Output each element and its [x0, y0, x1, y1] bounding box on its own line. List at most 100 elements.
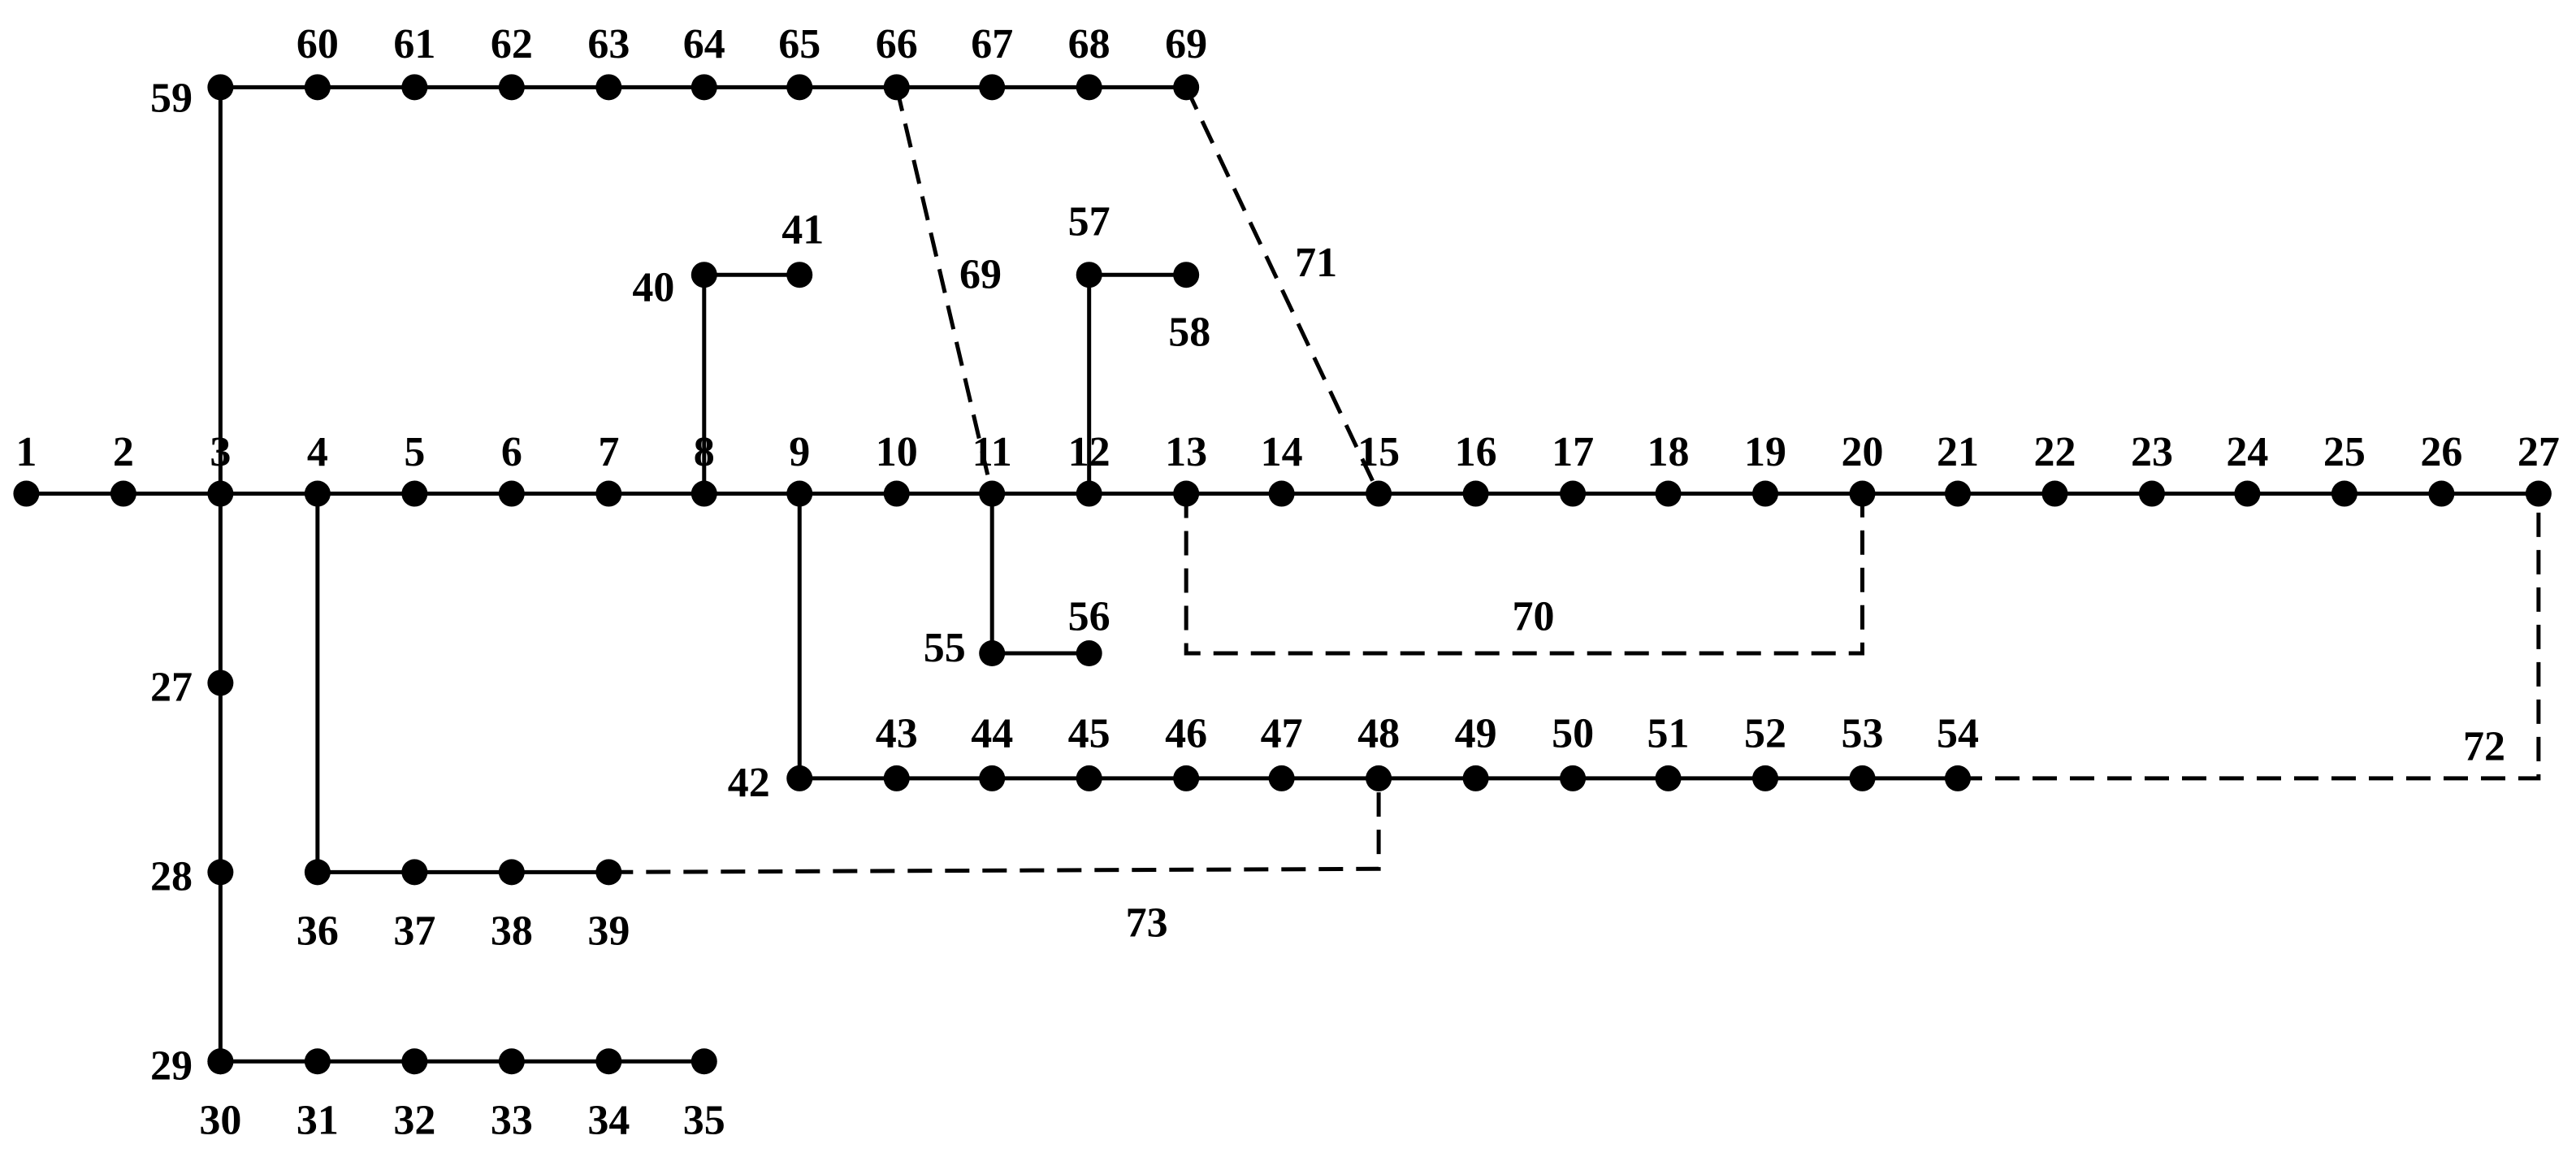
- bus-label-14: 14: [1261, 429, 1303, 475]
- bus-node-19: [1752, 480, 1779, 507]
- bus-node-23: [2138, 480, 2165, 507]
- bus-node-60: [304, 74, 331, 101]
- bus-label-43: 43: [876, 710, 918, 756]
- tie-line-72: [1957, 493, 2541, 781]
- bus-label-1: 1: [15, 429, 37, 475]
- bus-node-61: [401, 74, 428, 101]
- bus-node-7: [595, 480, 622, 507]
- bus-node-2: [110, 480, 136, 507]
- bus-label-16: 16: [1455, 429, 1497, 475]
- bus-node-8: [691, 480, 717, 507]
- bus-label-32: 32: [393, 1097, 435, 1143]
- bus-nodes: [13, 74, 2552, 1075]
- bus-label-38: 38: [491, 908, 533, 954]
- bus-node-47: [1268, 765, 1295, 791]
- bus-label-50: 50: [1552, 710, 1594, 756]
- bus-label-11: 11: [972, 429, 1012, 475]
- bus-node-33: [498, 1048, 525, 1075]
- bus-node-40: [691, 262, 717, 288]
- bus-label-48: 48: [1357, 710, 1400, 756]
- bus-label-33: 33: [491, 1097, 533, 1143]
- tie-line-label-72: 72: [2463, 724, 2505, 770]
- bus-label-44: 44: [971, 710, 1013, 756]
- bus-label-25: 25: [2323, 429, 2366, 475]
- bus-node-12: [1076, 480, 1102, 507]
- tie-line-label-73: 73: [1126, 899, 1168, 946]
- bus-label-5: 5: [404, 429, 425, 475]
- bus-label-3: 3: [210, 429, 231, 475]
- bus-label-24: 24: [2226, 429, 2268, 475]
- bus-node-51: [1655, 765, 1682, 791]
- bus-label-34: 34: [587, 1097, 630, 1143]
- bus-label-56: 56: [1068, 594, 1110, 640]
- bus-node-62: [498, 74, 525, 101]
- bus-label-45: 45: [1068, 710, 1110, 756]
- bus-label-64: 64: [683, 21, 725, 67]
- bus-node-37: [401, 859, 428, 886]
- bus-label-60: 60: [297, 21, 339, 67]
- bus-label-20: 20: [1842, 429, 1884, 475]
- bus-label-2: 2: [113, 429, 134, 475]
- bus-node-5: [401, 480, 428, 507]
- bus-node-11: [979, 480, 1006, 507]
- bus-node-6: [498, 480, 525, 507]
- bus-node-3: [207, 480, 234, 507]
- bus-label-8: 8: [694, 429, 715, 475]
- bus-label-7: 7: [598, 429, 619, 475]
- bus-node-38: [498, 859, 525, 886]
- bus-node-24: [2234, 480, 2261, 507]
- tie-line-73: [608, 778, 1381, 874]
- bus-label-52: 52: [1744, 710, 1786, 756]
- bus-label-23: 23: [2131, 429, 2173, 475]
- bus-label-21: 21: [1937, 429, 1979, 475]
- bus-label-69: 69: [1165, 21, 1207, 67]
- bus-label-36: 36: [297, 908, 339, 954]
- bus-label-17: 17: [1552, 429, 1594, 475]
- bus-label-27b: 27: [150, 665, 193, 711]
- bus-node-26: [2428, 480, 2455, 507]
- bus-node-16: [1462, 480, 1489, 507]
- bus-label-9: 9: [789, 429, 810, 475]
- bus-label-29: 29: [150, 1043, 193, 1090]
- bus-label-12: 12: [1068, 429, 1110, 475]
- bus-node-4: [304, 480, 331, 507]
- bus-node-54: [1944, 765, 1971, 791]
- tie-line-70: [1184, 493, 1865, 656]
- bus-node-59: [207, 74, 234, 101]
- tie-line-69: [894, 86, 994, 495]
- bus-label-39: 39: [587, 908, 630, 954]
- bus-label-26: 26: [2420, 429, 2462, 475]
- bus-node-28: [207, 859, 234, 886]
- bus-label-6: 6: [501, 429, 522, 475]
- bus-label-53: 53: [1842, 710, 1884, 756]
- bus-node-57: [1076, 262, 1102, 288]
- bus-node-64: [691, 74, 717, 101]
- bus-label-10: 10: [876, 429, 918, 475]
- bus-label-19: 19: [1744, 429, 1786, 475]
- bus-label-31: 31: [297, 1097, 339, 1143]
- bus-node-66: [883, 74, 910, 101]
- bus-label-62: 62: [491, 21, 533, 67]
- bus-label-68: 68: [1068, 21, 1110, 67]
- bus-node-35: [691, 1048, 717, 1075]
- bus-node-58: [1173, 262, 1200, 288]
- bus-node-48: [1366, 765, 1392, 791]
- bus-label-35: 35: [683, 1097, 725, 1143]
- bus-node-49: [1462, 765, 1489, 791]
- bus-node-14: [1268, 480, 1295, 507]
- bus-label-13: 13: [1165, 429, 1207, 475]
- bus-node-9: [786, 480, 813, 507]
- bus-label-47: 47: [1261, 710, 1303, 756]
- bus-label-22: 22: [2033, 429, 2076, 475]
- bus-label-66: 66: [876, 21, 918, 67]
- bus-node-43: [883, 765, 910, 791]
- tie-line-label-70: 70: [1512, 594, 1554, 640]
- bus-node-13: [1173, 480, 1200, 507]
- bus-node-55: [979, 640, 1006, 667]
- tie-line-71: [1184, 86, 1381, 495]
- bus-label-41: 41: [781, 207, 824, 254]
- bus-label-61: 61: [393, 21, 435, 67]
